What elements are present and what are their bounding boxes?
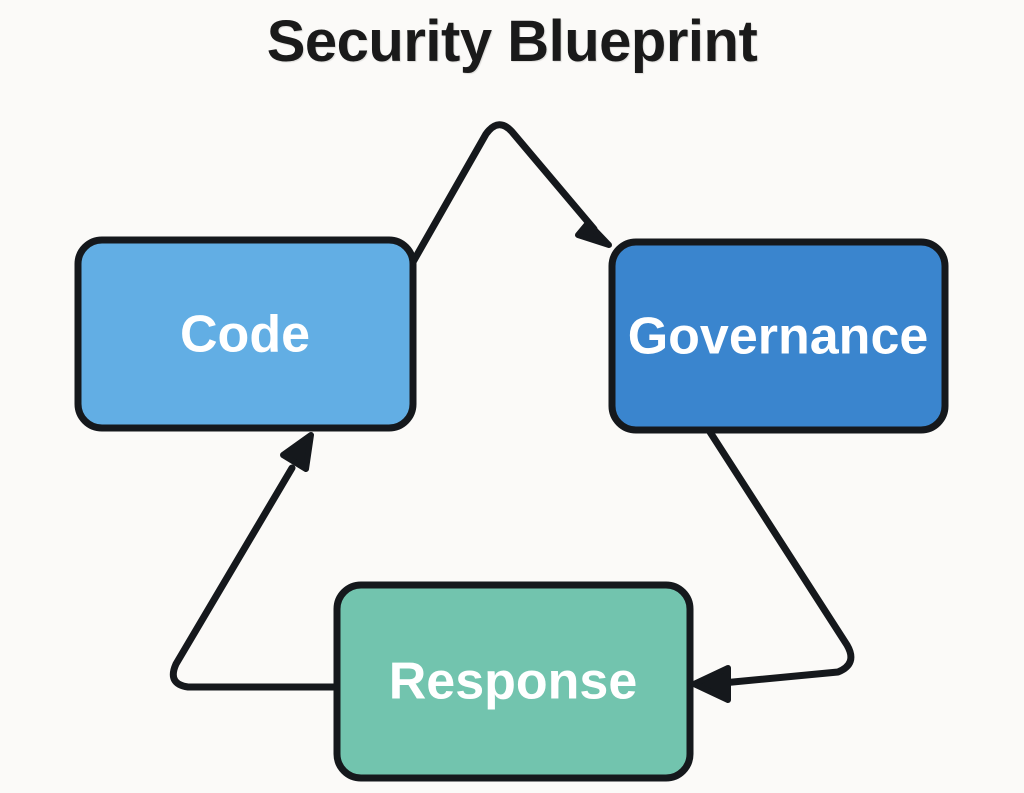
edge-governance-to-response-line: [706, 428, 855, 688]
edge-response-to-code-arrowhead: [280, 432, 314, 472]
edge-code-to-governance: [409, 121, 612, 266]
node-code-box[interactable]: [74, 236, 417, 432]
node-response-box[interactable]: [333, 581, 694, 782]
edge-governance-to-response: [691, 428, 855, 703]
node-response[interactable]: Response: [333, 581, 694, 782]
edge-governance-to-response-arrowhead: [691, 665, 731, 703]
node-governance-label: Governance: [628, 308, 929, 366]
edge-response-to-code: [169, 432, 341, 691]
edge-code-to-governance-line: [409, 121, 598, 266]
page-title: Security Blueprint: [266, 9, 758, 74]
node-code-label: Code: [180, 306, 310, 364]
node-governance-box[interactable]: [608, 238, 949, 434]
edge-response-to-code-line: [169, 464, 341, 691]
node-governance[interactable]: Governance: [608, 238, 949, 434]
node-code[interactable]: Code: [74, 236, 417, 432]
node-response-label: Response: [389, 653, 638, 711]
edge-code-to-governance-arrowhead: [575, 220, 612, 248]
